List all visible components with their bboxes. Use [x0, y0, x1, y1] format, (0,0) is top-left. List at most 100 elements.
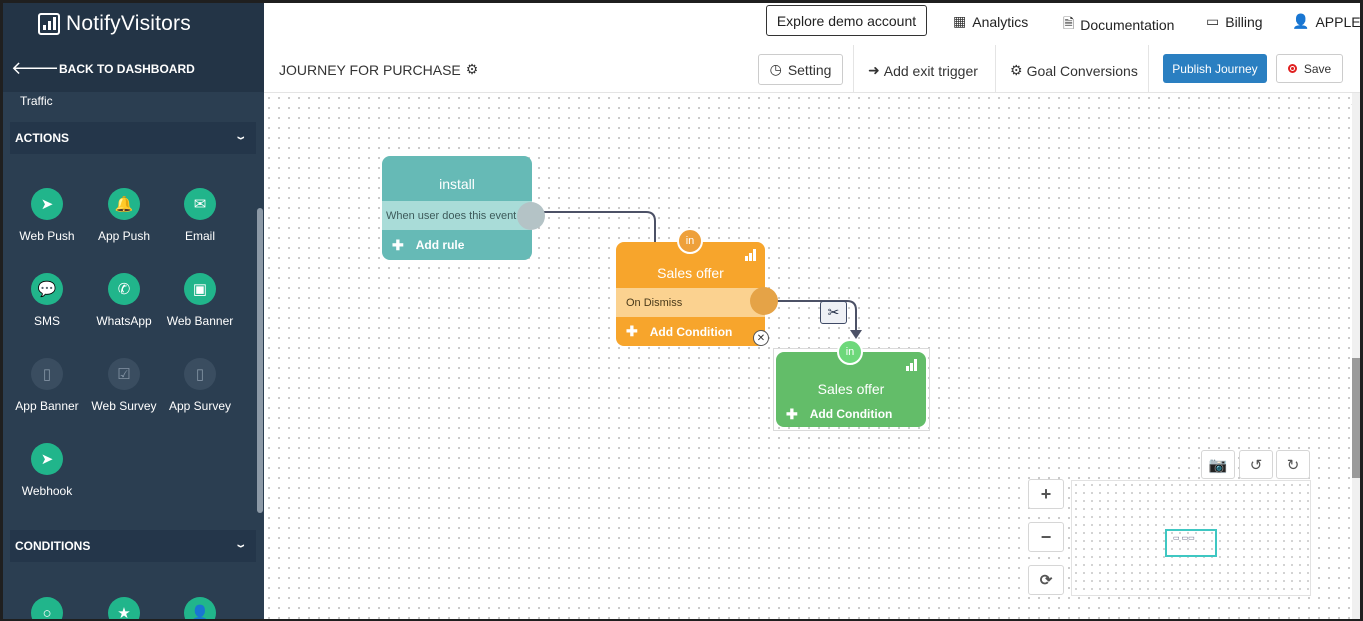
nav-documentation[interactable]: 🗎 Documentation	[1063, 13, 1174, 37]
install-node[interactable]: install When user does this event ✚ Add …	[382, 156, 545, 260]
goal-label: Goal Conversions	[1026, 62, 1138, 79]
publish-journey-button[interactable]: Publish Journey	[1163, 54, 1267, 83]
condition-item[interactable]: ○	[7, 597, 87, 619]
paper-plane-icon: ➤	[31, 443, 63, 475]
exit-trigger-label: Add exit trigger	[883, 62, 978, 79]
sidebar-item-traffic[interactable]: Traffic	[20, 94, 53, 108]
install-output-connector[interactable]	[517, 202, 545, 230]
close-icon[interactable]: ✕	[753, 330, 769, 346]
add-condition-button[interactable]: ✚ Add Condition	[616, 317, 765, 346]
reset-zoom-icon[interactable]: ⟳	[1028, 565, 1064, 595]
zoom-out-button[interactable]: −	[1028, 522, 1064, 552]
action-label: SMS	[33, 314, 60, 328]
action-label: App Survey	[168, 399, 232, 413]
action-webhook[interactable]: ➤ Webhook	[7, 443, 87, 498]
canvas-scrollbar[interactable]	[1352, 93, 1360, 619]
minimap[interactable]: ▭ ▭▭	[1071, 480, 1311, 596]
install-node-title: install	[439, 176, 475, 192]
top-header: Explore demo account ▦ Analytics 🗎 Docum…	[264, 3, 1360, 45]
actions-section-header[interactable]: ACTIONS ›	[10, 122, 256, 154]
sales-offer-node-green[interactable]: in Sales offer ✚ Add Condition	[776, 339, 926, 427]
actions-header-label: ACTIONS	[15, 131, 69, 145]
action-label: App Push	[97, 229, 151, 243]
action-email[interactable]: ✉Email	[160, 188, 240, 243]
chat-bubble-icon: 💬	[31, 273, 63, 305]
conditions-header-label: CONDITIONS	[15, 539, 91, 553]
setting-button[interactable]: ◷ Setting	[758, 54, 843, 85]
minimap-viewport[interactable]: ▭ ▭▭	[1165, 529, 1217, 557]
mobile-icon: ▯	[31, 358, 63, 390]
back-label: BACK TO DASHBOARD	[59, 61, 195, 76]
action-sms[interactable]: 💬 SMS	[7, 273, 87, 328]
camera-icon[interactable]: 📷	[1201, 450, 1235, 479]
add-condition-button[interactable]: ✚ Add Condition	[776, 404, 926, 424]
sales-offer-node-orange[interactable]: in Sales offer On Dismiss ✚ Add Conditio…	[616, 228, 778, 346]
action-whatsapp[interactable]: ✆WhatsApp	[84, 273, 164, 328]
nav-billing[interactable]: ▭ Billing	[1206, 13, 1263, 30]
scrollbar-thumb[interactable]	[1352, 358, 1360, 478]
circle-icon: ○	[31, 597, 63, 619]
gear-icon[interactable]: ⚙	[465, 61, 479, 77]
add-condition-label: Add Condition	[809, 407, 893, 421]
brand[interactable]: NotifyVisitors	[3, 3, 264, 45]
divider	[1148, 45, 1149, 93]
sidebar: NotifyVisitors 🡐 BACK TO DASHBOARD Traff…	[3, 3, 264, 619]
conditions-section-header[interactable]: CONDITIONS ›	[10, 530, 256, 562]
journey-toolbar: JOURNEY FOR PURCHASE ⚙ ◷ Setting ➜ Add e…	[264, 45, 1360, 93]
on-dismiss-rule[interactable]: On Dismiss	[616, 288, 765, 317]
action-web-push[interactable]: ➤Web Push	[7, 188, 87, 243]
setting-label: Setting	[787, 61, 832, 78]
save-button[interactable]: Save	[1276, 54, 1343, 83]
action-web-banner[interactable]: ▣ Web Banner	[160, 273, 240, 328]
plus-icon: ✚	[392, 236, 404, 253]
stats-bars-icon[interactable]	[906, 359, 917, 371]
mobile-icon: ▯	[184, 358, 216, 390]
sidebar-scrollbar[interactable]	[257, 208, 263, 513]
nav-user[interactable]: 👤 APPLE	[1292, 13, 1360, 30]
action-app-survey[interactable]: ▯ App Survey	[160, 358, 240, 413]
divider	[995, 45, 996, 93]
sales-offer-title: Sales offer	[657, 265, 724, 281]
install-node-rule[interactable]: When user does this event	[382, 201, 532, 230]
document-icon: 🗎	[1063, 15, 1075, 31]
action-label: Email	[184, 229, 215, 243]
goal-conversions-button[interactable]: ⚙ Goal Conversions	[1010, 62, 1138, 79]
action-app-push[interactable]: 🔔 App Push	[84, 188, 164, 243]
zoom-in-button[interactable]: +	[1028, 479, 1064, 509]
chevron-down-icon: ›	[232, 136, 252, 140]
add-rule-label: Add rule	[415, 238, 465, 252]
user-icon: 👤	[1292, 13, 1310, 29]
user-icon: 👤	[184, 597, 216, 619]
stats-bars-icon[interactable]	[745, 249, 756, 261]
sales-offer-title: Sales offer	[817, 381, 885, 397]
brand-name: NotifyVisitors	[66, 12, 191, 35]
undo-icon[interactable]: ↺	[1239, 450, 1273, 479]
arrow-left-icon: 🡐	[11, 58, 60, 78]
condition-item[interactable]: 👤	[160, 597, 240, 619]
action-label: App Banner	[15, 399, 79, 413]
journey-title[interactable]: JOURNEY FOR PURCHASE ⚙	[279, 61, 478, 78]
back-to-dashboard[interactable]: 🡐 BACK TO DASHBOARD	[3, 45, 264, 92]
scissors-icon[interactable]: ✂	[820, 301, 847, 324]
add-rule-button[interactable]: ✚ Add rule	[382, 230, 532, 260]
explore-demo-button[interactable]: Explore demo account	[766, 5, 927, 36]
nav-analytics[interactable]: ▦ Analytics	[953, 13, 1028, 30]
action-label: Web Push	[19, 229, 75, 243]
action-label: Web Banner	[166, 314, 234, 328]
bell-icon: 🔔	[108, 188, 140, 220]
app-frame: NotifyVisitors 🡐 BACK TO DASHBOARD Traff…	[3, 3, 1360, 619]
image-icon: ▣	[184, 273, 216, 305]
action-web-survey[interactable]: ☑Web Survey	[84, 358, 164, 413]
add-exit-trigger-button[interactable]: ➜ Add exit trigger	[868, 62, 978, 79]
action-label: Webhook	[21, 484, 73, 498]
save-label: Save	[1303, 61, 1332, 76]
journey-title-text: JOURNEY FOR PURCHASE	[279, 61, 461, 78]
gear-icon: ⚙	[1010, 62, 1023, 78]
chart-logo-icon	[38, 13, 60, 35]
in-badge: in	[677, 228, 703, 254]
action-app-banner[interactable]: ▯ App Banner	[7, 358, 87, 413]
grid-icon: ▦	[953, 13, 967, 29]
redo-icon[interactable]: ↻	[1276, 450, 1310, 479]
condition-item[interactable]: ★	[84, 597, 164, 619]
sales-output-connector[interactable]	[750, 287, 778, 315]
